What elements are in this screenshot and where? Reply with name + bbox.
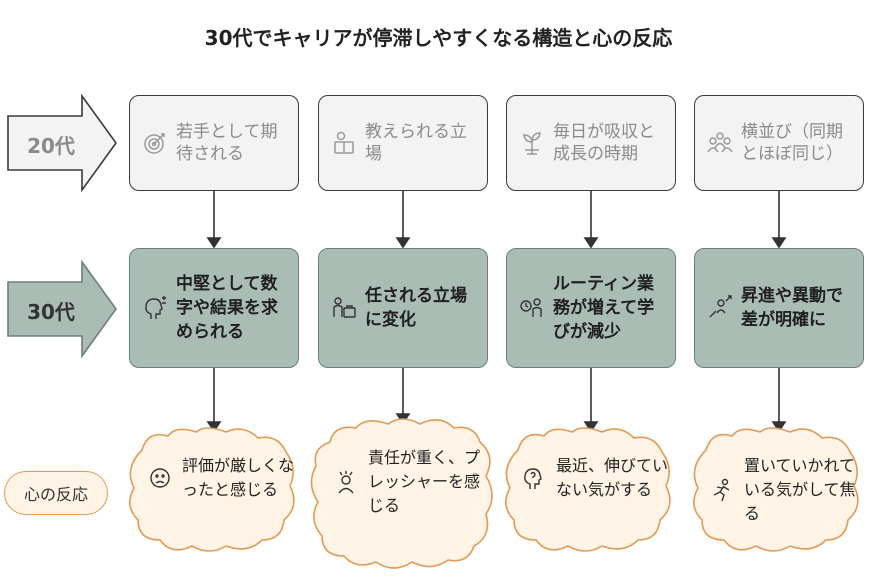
reaction-1: 評価が厳しくなったと感じる: [148, 454, 298, 502]
reaction-text-2: 責任が重く、プレッシャーを感じる: [368, 448, 481, 515]
reaction-cloud-2: [310, 418, 493, 569]
twenties-text-3: 毎日が吸収と成長の時期: [553, 122, 655, 164]
head-math-icon: [142, 295, 168, 321]
sprout-icon: [519, 130, 545, 156]
thirties-text-4: 昇進や異動で差が明確に: [741, 286, 843, 330]
twenties-box-1: 若手として期待される: [129, 95, 299, 191]
reaction-2: 責任が重く、プレッシャーを感じる: [334, 446, 484, 518]
target-icon: [142, 130, 168, 156]
row-label-30s: 30代: [27, 300, 75, 324]
row-label-20s: 20代: [27, 134, 75, 158]
row-arrow-30s: [7, 259, 117, 359]
head-question-icon: [522, 466, 546, 490]
twenties-box-2: 教えられる立場: [318, 95, 488, 191]
thirties-box-1: 中堅として数字や結果を求められる: [129, 248, 299, 368]
thirties-box-2: 任される立場に変化: [318, 248, 488, 368]
thirties-text-2: 任される立場に変化: [365, 286, 467, 330]
reaction-text-1: 評価が厳しくなったと感じる: [182, 456, 295, 499]
reaction-cloud-1: [129, 427, 295, 552]
twenties-text-4: 横並び（同期とほぼ同じ）: [741, 122, 843, 164]
thirties-text-1: 中堅として数字や結果を求められる: [176, 274, 278, 342]
row-arrow-20s: [7, 93, 117, 193]
thirties-box-3: ルーティン業務が増えて学びが減少: [506, 248, 676, 368]
twenties-box-3: 毎日が吸収と成長の時期: [506, 95, 676, 191]
thirties-text-3: ルーティン業務が増えて学びが減少: [553, 274, 655, 342]
reaction-4: 置いていかれている気がして焦る: [710, 454, 860, 526]
thirties-box-4: 昇進や異動で差が明確に: [694, 248, 864, 368]
twenties-text-1: 若手として期待される: [176, 122, 278, 164]
page-title: 30代でキャリアが停滞しやすくなる構造と心の反応: [204, 26, 673, 50]
reaction-cloud-3: [505, 427, 671, 552]
person-briefcase-icon: [331, 295, 357, 321]
worried-face-icon: [148, 466, 172, 490]
group-icon: [707, 130, 733, 156]
clock-person-icon: [519, 295, 545, 321]
twenties-text-2: 教えられる立場: [365, 122, 467, 164]
running-person-icon: [710, 478, 734, 502]
twenties-box-4: 横並び（同期とほぼ同じ）: [694, 95, 864, 191]
reaction-cloud-4: [693, 427, 859, 552]
reaction-text-4: 置いていかれている気がして焦る: [744, 456, 856, 523]
row-label-reaction: 心の反応: [4, 471, 108, 515]
stressed-person-icon: [334, 470, 358, 494]
reaction-3: 最近、伸びていない気がする: [522, 454, 672, 502]
teacher-icon: [331, 130, 357, 156]
reaction-text-3: 最近、伸びていない気がする: [556, 456, 669, 499]
person-rising-icon: [707, 295, 733, 321]
